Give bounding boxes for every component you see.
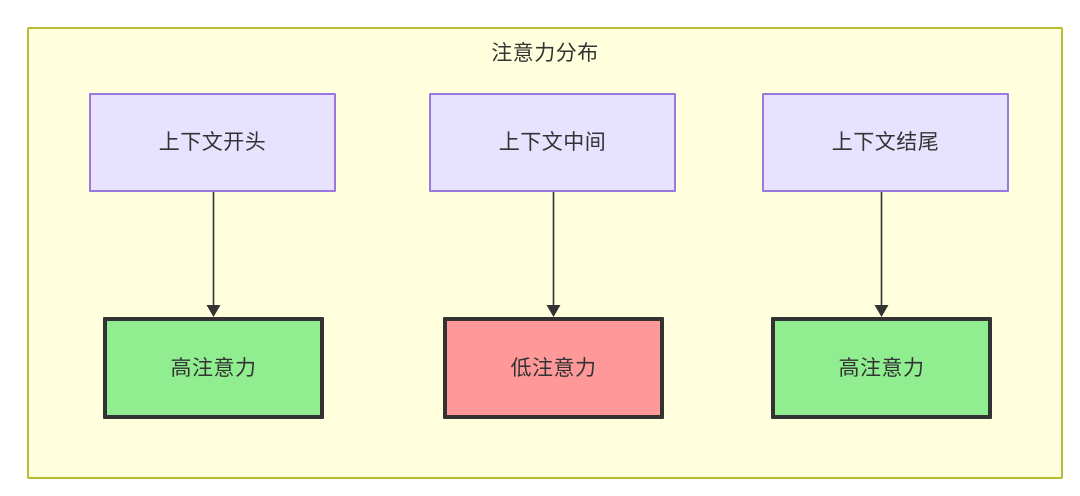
node-low-attention-middle[interactable]: 低注意力 xyxy=(443,317,664,419)
node-label: 上下文结尾 xyxy=(831,131,940,154)
node-label: 高注意力 xyxy=(170,356,257,380)
node-high-attention-end[interactable]: 高注意力 xyxy=(771,317,992,419)
node-context-middle[interactable]: 上下文中间 xyxy=(429,93,676,192)
subgraph-title: 注意力分布 xyxy=(491,42,599,65)
node-label: 低注意力 xyxy=(510,356,597,380)
node-context-end[interactable]: 上下文结尾 xyxy=(762,93,1009,192)
node-high-attention-start[interactable]: 高注意力 xyxy=(103,317,324,419)
node-label: 上下文中间 xyxy=(498,131,607,154)
node-label: 上下文开头 xyxy=(158,131,267,154)
node-context-start[interactable]: 上下文开头 xyxy=(89,93,336,192)
node-label: 高注意力 xyxy=(838,356,925,380)
